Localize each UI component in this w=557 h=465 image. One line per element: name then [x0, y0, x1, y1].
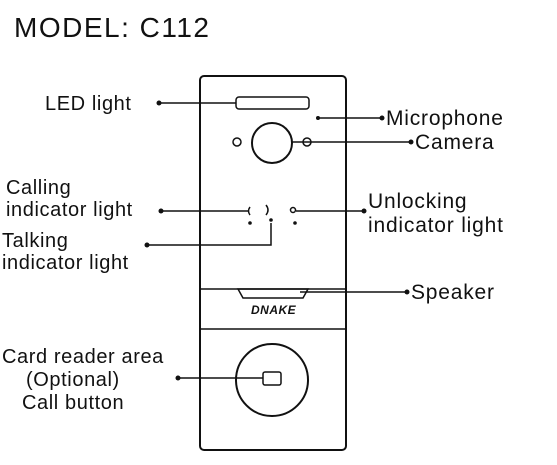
calling-indicator-icon: [247, 206, 252, 225]
label-speaker: Speaker: [411, 281, 495, 304]
camera-side-sensor-left: [232, 137, 242, 147]
unlocking-indicator-icon: [289, 206, 297, 225]
label-calling-line2: indicator light: [6, 199, 133, 221]
label-calling-line1: Calling: [6, 177, 71, 199]
label-call-button: Call button: [22, 392, 124, 414]
door-station-device: DNAKE: [199, 75, 347, 451]
label-microphone: Microphone: [386, 107, 504, 130]
brand-logo: DNAKE: [251, 303, 297, 317]
label-talking-line2: indicator light: [2, 252, 129, 274]
camera-lens: [251, 122, 293, 164]
label-unlocking-line2: indicator light: [368, 214, 504, 237]
speaker-grille: [236, 288, 310, 299]
talking-indicator-icon: [265, 204, 273, 222]
label-led-light: LED light: [45, 93, 132, 115]
leader-lines: [144, 100, 414, 381]
label-card-reader-line1: Card reader area: [2, 346, 164, 368]
call-button[interactable]: [235, 343, 309, 417]
device-outline: [199, 75, 347, 451]
led-light-bar: [235, 96, 310, 110]
label-camera: Camera: [415, 131, 495, 154]
label-card-reader-line2: (Optional): [26, 369, 120, 391]
label-talking-line1: Talking: [2, 230, 68, 252]
model-title: MODEL: C112: [14, 12, 211, 43]
card-reader-icon: [262, 371, 282, 386]
label-unlocking-line1: Unlocking: [368, 190, 467, 213]
